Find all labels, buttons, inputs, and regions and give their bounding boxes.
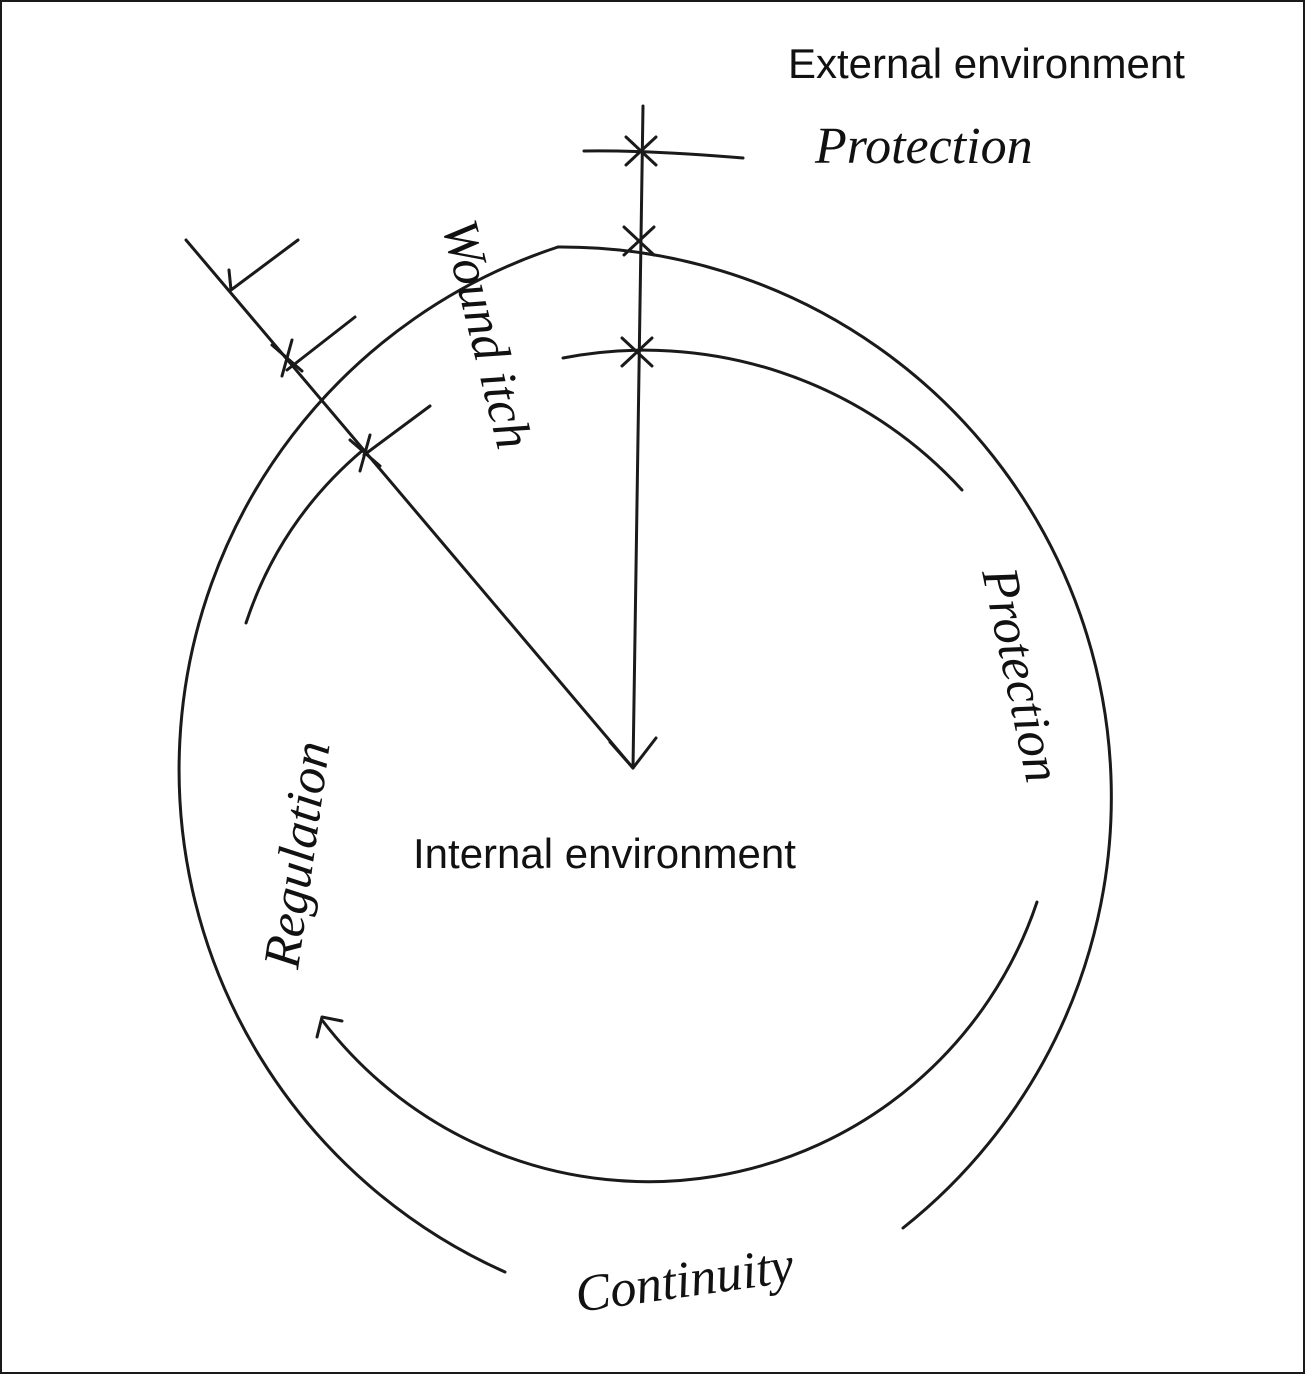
- wound-itch-label: Wound itch: [430, 214, 542, 454]
- diagonal-side-stroke: [285, 315, 357, 372]
- ring-protection-label: Protection: [970, 562, 1071, 788]
- cross-mark-icon: [348, 433, 382, 473]
- cross-mark-icon: [624, 135, 658, 167]
- inner-arc-arrowhead-icon: [315, 1015, 344, 1039]
- continuity-label: Continuity: [572, 1237, 798, 1324]
- inner-ring-arc-bottom: [320, 900, 1039, 1184]
- outer-ring-arc-right: [556, 245, 1113, 1230]
- cross-mark-icon: [270, 338, 304, 378]
- vertical-shaft: [631, 104, 645, 770]
- diagonal-arrowhead-icon: [227, 238, 300, 292]
- regulation-label: Regulation: [253, 738, 341, 973]
- cross-mark-icon: [622, 225, 656, 257]
- outer-protection-label: Protection: [814, 118, 1033, 175]
- internal-environment-label: Internal environment: [413, 830, 796, 877]
- outer-ring-arc-left: [177, 245, 560, 1274]
- diagonal-side-stroke: [362, 404, 432, 457]
- cross-mark-icon: [620, 336, 654, 368]
- external-environment-label: External environment: [788, 40, 1185, 87]
- inner-ring-arc-left: [244, 448, 365, 625]
- outer-protection-arc: [582, 149, 745, 160]
- diagonal-shaft: [184, 238, 635, 770]
- inner-ring-arc-top: [561, 348, 964, 492]
